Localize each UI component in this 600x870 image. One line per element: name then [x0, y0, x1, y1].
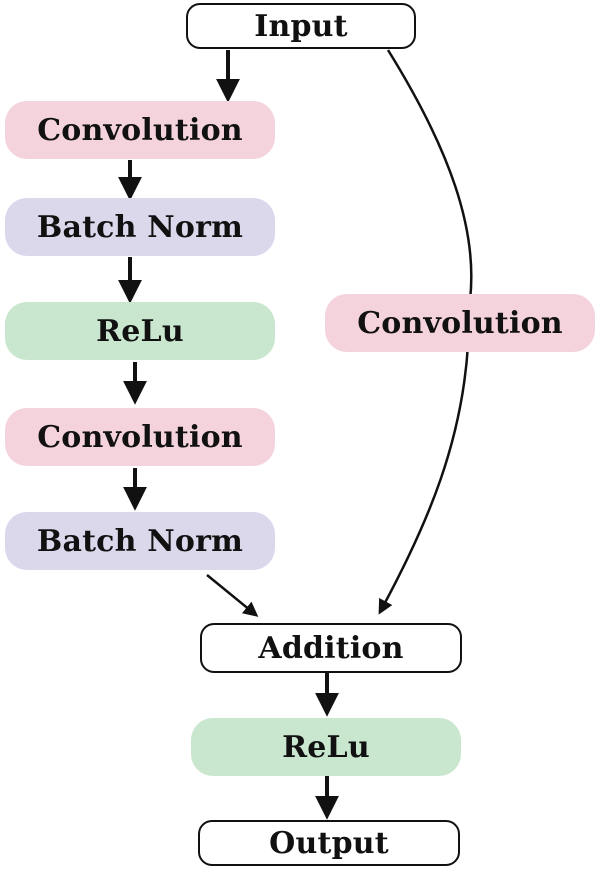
convolution-node-2: Convolution — [5, 408, 275, 466]
relu-node-1: ReLu — [5, 302, 275, 360]
output-node: Output — [198, 820, 460, 866]
skip-convolution-node: Convolution — [325, 294, 595, 352]
convolution-node-1: Convolution — [5, 101, 275, 159]
arrow-bn2-to-addition — [206, 574, 259, 617]
batch-norm-node-2: Batch Norm — [5, 512, 275, 570]
relu-node-2: ReLu — [191, 718, 461, 776]
batch-norm-node-1: Batch Norm — [5, 198, 275, 256]
addition-node: Addition — [200, 623, 462, 673]
input-node: Input — [186, 3, 416, 49]
